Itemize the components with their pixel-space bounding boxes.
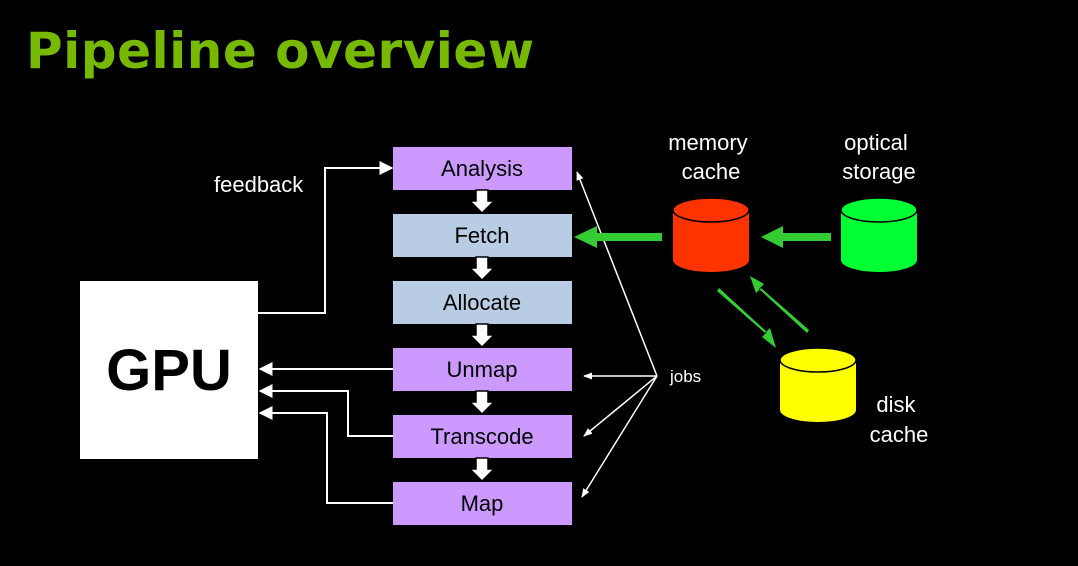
data-flow-arrows [574,226,831,348]
stage-label: Unmap [447,357,518,382]
stage-label: Map [461,491,504,516]
down-arrow-icon [468,457,496,483]
transcode-to-gpu-arrow [258,384,393,437]
stage-allocate: Allocate [393,281,572,324]
stage-transcode: Transcode [393,415,572,458]
stage-box [393,482,572,525]
down-right-arrow-icon [717,288,776,348]
stage-label: Analysis [441,156,523,181]
down-arrow-icon [468,189,496,215]
disk-cache-cylinder [779,347,857,422]
stage-box [393,147,572,190]
down-arrow-icon [468,323,496,349]
stage-label: Transcode [430,424,533,449]
down-arrow-icon [468,256,496,282]
disk-cache-label: disk cache [870,392,929,447]
stage-map: Map [393,482,572,525]
stage-label: Fetch [454,223,509,248]
stage-flow-arrows [468,189,496,483]
left-arrow-icon [574,226,662,248]
stage-box [393,281,572,324]
optical-storage-label: optical storage [842,130,915,184]
map-to-gpu-arrow [258,406,393,504]
stage-box [393,348,572,391]
stage-analysis: Analysis [393,147,572,190]
jobs-label: jobs [669,367,701,386]
gpu-box [80,281,258,459]
optical-storage-cylinder [840,197,918,272]
memory-cache-cylinder [672,197,750,272]
stage-box [393,214,572,257]
jobs-arrows [576,171,658,498]
down-arrow-icon [468,390,496,416]
page-title: Pipeline overview [26,22,535,80]
feedback-connector [258,161,394,314]
memory-cache-label: memory cache [668,130,754,184]
stage-unmap: Unmap [393,348,572,391]
gpu-label: GPU [106,338,232,403]
stage-fetch: Fetch [393,214,572,257]
feedback-label: feedback [214,172,304,197]
up-left-arrow-icon [750,276,809,333]
stage-box [393,415,572,458]
stage-label: Allocate [443,290,521,315]
left-arrow-icon [761,226,831,248]
